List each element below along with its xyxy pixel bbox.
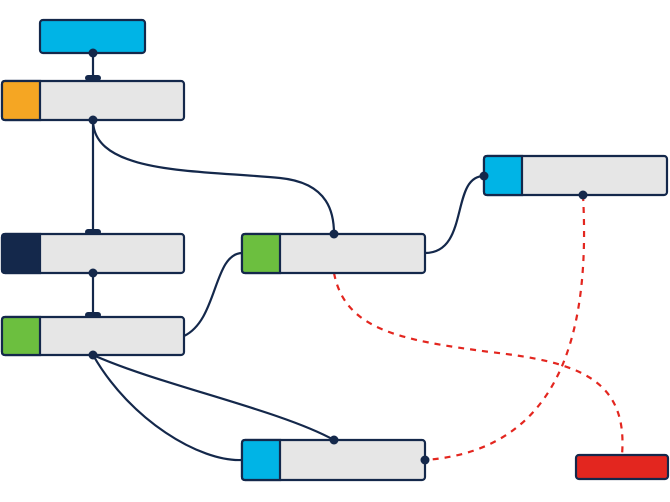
root-node[interactable] — [38, 18, 147, 55]
connector-green-center-node-to-cyan-right-node — [92, 354, 243, 462]
red-node[interactable] — [574, 453, 670, 481]
cyan-right-left-dot — [479, 171, 489, 181]
connector-green-center-node-to-red-node — [424, 194, 586, 462]
red-node-box — [574, 453, 670, 481]
cyan-right-node-accent — [482, 154, 524, 197]
green-left-bottom-dot — [88, 350, 98, 360]
orange-node-bottom-dot — [88, 115, 98, 125]
green-center-node[interactable] — [240, 232, 427, 275]
navy-node-bottom-dot — [88, 268, 98, 278]
navy-node-accent — [0, 232, 42, 275]
cyan-bottom-node-accent — [240, 438, 282, 482]
nodes-layer — [0, 18, 670, 482]
cyan-bottom-top-dot — [329, 435, 339, 445]
connector-cap — [85, 75, 101, 81]
connector-green-left-node-to-green-center-node — [183, 251, 243, 337]
green-left-node[interactable] — [0, 315, 186, 357]
root-bottom-dot — [88, 48, 98, 58]
cyan-bottom-right-dot — [420, 455, 430, 465]
cyan-right-bottom-dot — [578, 190, 588, 200]
connector-a-to-b — [332, 272, 624, 456]
cyan-right-node[interactable] — [482, 154, 669, 197]
orange-node[interactable] — [0, 79, 186, 122]
connector-green-left-node-to-cyan-bottom-node — [92, 353, 335, 441]
green-center-node-accent — [240, 232, 282, 275]
connector-dots-layer — [88, 48, 588, 465]
orange-node-accent — [0, 79, 42, 122]
connector-orange-node-to-green-center-node — [91, 119, 336, 235]
root-node-box — [38, 18, 147, 55]
green-left-node-accent — [0, 315, 42, 357]
navy-node[interactable] — [0, 232, 186, 275]
green-center-top-dot — [329, 229, 339, 239]
connector-cyan-right-node-to-cyan-bottom-node — [424, 174, 485, 255]
cyan-bottom-node[interactable] — [240, 438, 427, 482]
